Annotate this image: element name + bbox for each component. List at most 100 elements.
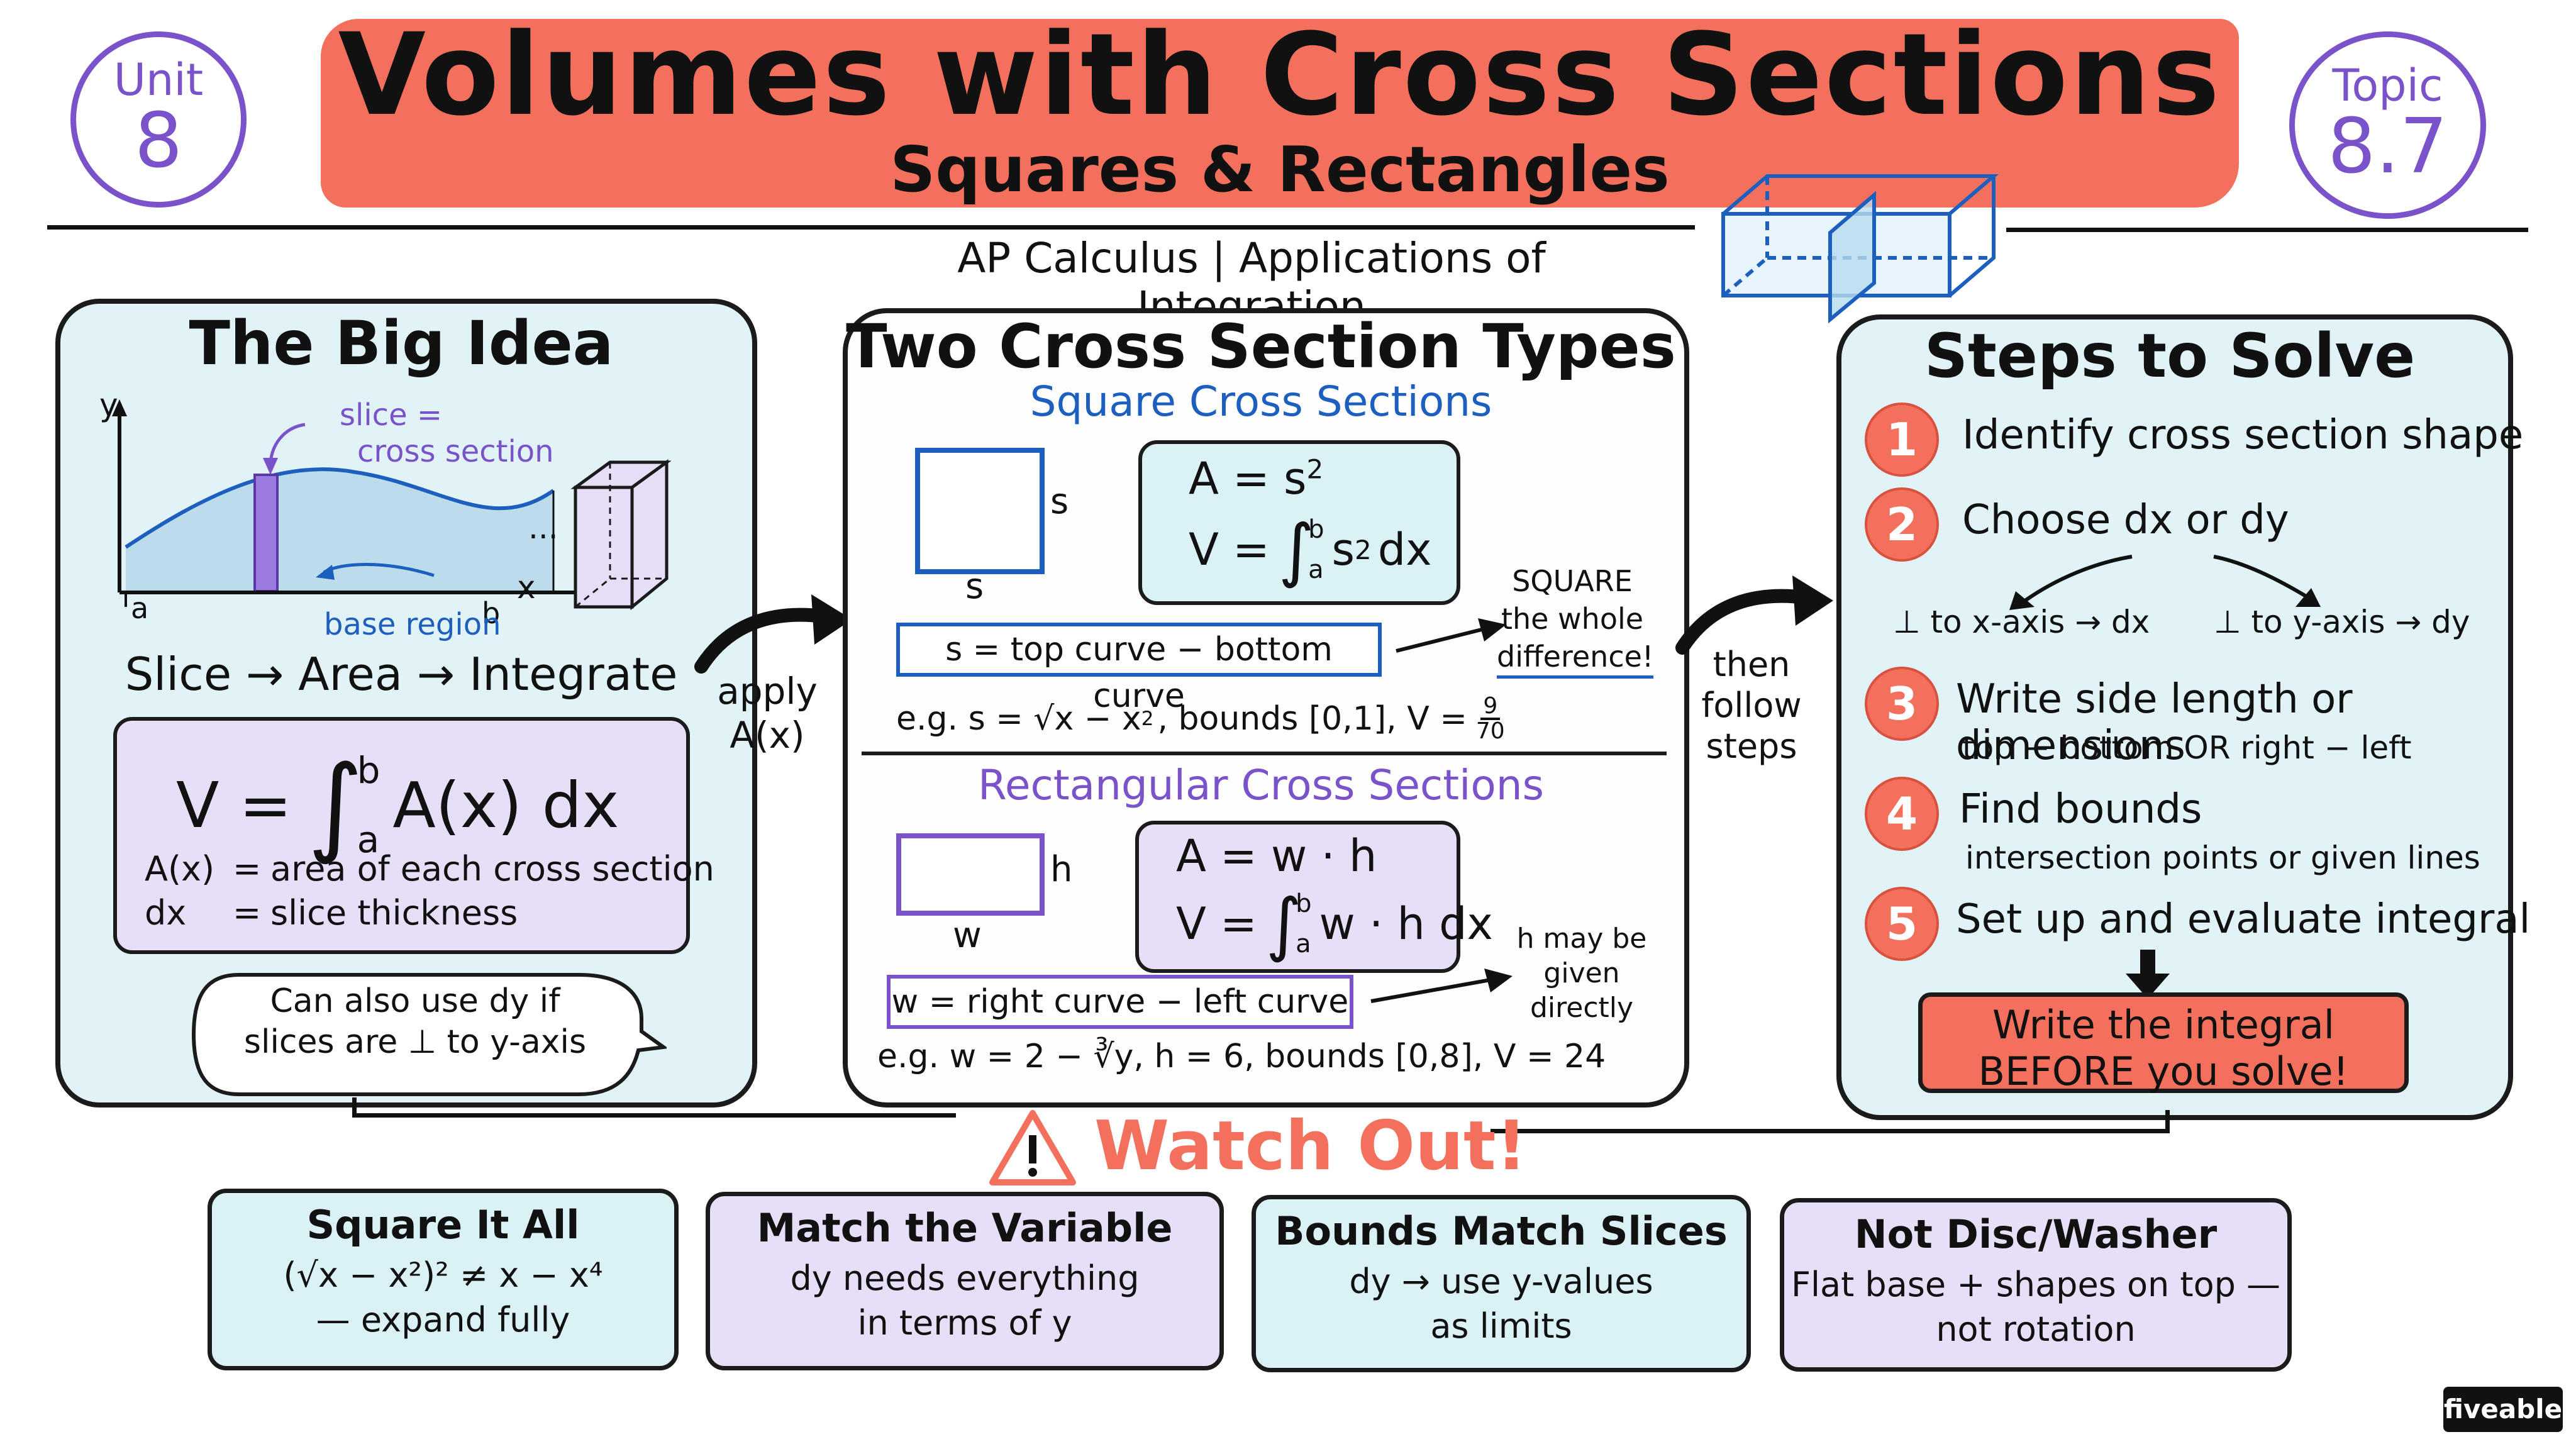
square-example-numerator: 9 [1480, 695, 1501, 720]
step-3-text: Write side length or dimensions [1956, 676, 2353, 769]
base-region-label: base region [324, 607, 501, 642]
step-2-text: Choose dx or dy [1962, 497, 2289, 543]
then-line-1: then [1713, 645, 1790, 684]
prism-slice-icon [1721, 174, 1999, 324]
square-example-denominator: 70 [1475, 718, 1505, 744]
definition-area: A(x) = area of each cross section [145, 849, 714, 889]
brand-logo[interactable]: fiveable [2443, 1387, 2563, 1432]
square-integrand: s [1331, 524, 1355, 575]
rectangle-note-1: h may be [1516, 923, 1647, 955]
apply-line-1: apply [717, 670, 818, 713]
topic-badge: Topic 8.7 [2289, 31, 2486, 219]
page-title: Volumes with Cross Sections [338, 9, 2222, 141]
def-eq-area: = [233, 849, 262, 889]
square-upper-limit: b [1308, 515, 1324, 544]
rectangle-integral-sign: ∫ [1265, 884, 1302, 964]
step-5-number: 5 [1865, 887, 1939, 961]
rectangle-volume-formula: V = ∫ b a w · h dx [1176, 884, 1493, 964]
square-area-exp: 2 [1306, 453, 1324, 485]
apply-arrow [694, 594, 852, 674]
big-idea-panel [55, 299, 757, 1108]
step-1-text: Identify cross section shape [1962, 412, 2524, 458]
apply-line-2: A(x) [730, 713, 805, 757]
rectangle-lower-limit: a [1296, 930, 1311, 958]
def-eq-dx: = [233, 893, 262, 933]
square-formula-box [1138, 440, 1460, 605]
step-5-text: Set up and evaluate integral [1956, 896, 2531, 943]
rectangle-upper-limit: b [1296, 889, 1312, 918]
speech-bubble-text: Can also use dy if slices are ⊥ to y-axi… [195, 981, 635, 1063]
watch-card-2-title: Match the Variable [757, 1205, 1173, 1251]
watch-card-1-line-2: — expand fully [316, 1300, 570, 1340]
def-term-dx: dx [145, 893, 187, 933]
topic-number: 8.7 [2328, 103, 2448, 191]
unit-number: 8 [134, 97, 183, 185]
def-text-dx: slice thickness [270, 893, 518, 933]
lower-limit: a [357, 818, 380, 862]
square-example-exp: 2 [1141, 708, 1154, 730]
watch-out-drop-right [2165, 1110, 2170, 1133]
branch-arrows [2009, 555, 2321, 610]
rectangle-area-formula: A = w · h [1176, 830, 1377, 882]
watch-out-heading: Watch Out! [1094, 1107, 1527, 1185]
square-dx: dx [1377, 524, 1432, 575]
watch-card-3-title: Bounds Match Slices [1275, 1208, 1728, 1254]
square-note-1: SQUARE [1512, 564, 1633, 598]
def-text-area: area of each cross section [270, 849, 714, 889]
watch-card-3: Bounds Match Slices dy → use y-values as… [1252, 1195, 1751, 1372]
rectangle-note: h may be given directly [1509, 921, 1654, 1025]
integrand: A(x) dx [392, 768, 619, 842]
rectangle-volume-v: V = [1176, 898, 1257, 950]
watch-card-2: Match the Variable dy needs everything i… [706, 1192, 1224, 1370]
slice-area-integrate: Slice → Area → Integrate [125, 648, 678, 701]
square-note-3: difference! [1497, 638, 1654, 679]
watch-card-1: Square It All (√x − x²)² ≠ x − x⁴ — expa… [208, 1189, 679, 1370]
square-example-bounds: , bounds [0,1], V = [1157, 700, 1467, 738]
speech-bubble [191, 973, 667, 1096]
watch-card-4-title: Not Disc/Washer [1854, 1211, 2218, 1257]
callout-arrow [2126, 950, 2170, 999]
watch-card-1-title: Square It All [306, 1202, 580, 1248]
def-term-area: A(x) [145, 849, 215, 889]
step-3-number: 3 [1865, 667, 1939, 741]
square-note-2: the whole [1501, 601, 1644, 636]
square-lower-limit: a [1308, 555, 1324, 584]
rectangle-integrand: w · h dx [1319, 898, 1493, 950]
watch-card-4-line-1: Flat base + shapes on top — [1790, 1265, 2281, 1304]
warning-icon [989, 1110, 1076, 1185]
slice-label-line-2: cross section [357, 433, 554, 469]
a-label: a [131, 591, 149, 625]
rectangle-note-arrow [1370, 969, 1513, 1003]
square-shape [915, 448, 1045, 574]
rectangle-side-bottom: w [953, 915, 982, 956]
square-note: SQUARE the whole difference! [1497, 563, 1654, 679]
page-subtitle: Squares & Rectangles [890, 133, 1670, 206]
watch-card-1-line-1: (√x − x²)² ≠ x − x⁴ [283, 1255, 603, 1295]
bubble-line-2: slices are ⊥ to y-axis [243, 1023, 587, 1061]
square-example-prefix: e.g. s = √x − x [896, 700, 1141, 738]
rectangle-side-right: h [1050, 849, 1073, 890]
big-idea-heading: The Big Idea [189, 308, 614, 379]
rectangle-example: e.g. w = 2 − ∛y, h = 6, bounds [0,8], V … [877, 1038, 1606, 1075]
unit-label: Unit [113, 54, 204, 106]
then-follow-steps: then follow steps [1685, 645, 1818, 767]
branch-left: ⊥ to x-axis → dx [1893, 604, 2150, 640]
steps-panel [1836, 314, 2513, 1120]
definition-dx: dx = slice thickness [145, 893, 518, 933]
rectangle-side-rule: w = right curve − left curve [887, 975, 1353, 1029]
course-line: AP Calculus | Applications of Integratio… [957, 234, 1546, 331]
step-4-text: Find bounds [1959, 786, 2202, 833]
branch-right: ⊥ to y-axis → dy [2214, 604, 2470, 640]
types-divider [862, 752, 1667, 755]
watch-card-2-line-2: in terms of y [857, 1303, 1072, 1343]
rectangle-note-3: directly [1530, 992, 1634, 1024]
rectangle-shape [896, 833, 1045, 916]
header-rule-right [2006, 228, 2528, 232]
slice-graph [112, 399, 601, 607]
step-4-sub: intersection points or given lines [1965, 840, 2480, 876]
callout-line-1: Write the integral [1992, 1002, 2334, 1048]
watch-out-line-right [1491, 1129, 2170, 1133]
step-1-number: 1 [1865, 402, 1939, 477]
topic-label: Topic [2332, 60, 2443, 111]
